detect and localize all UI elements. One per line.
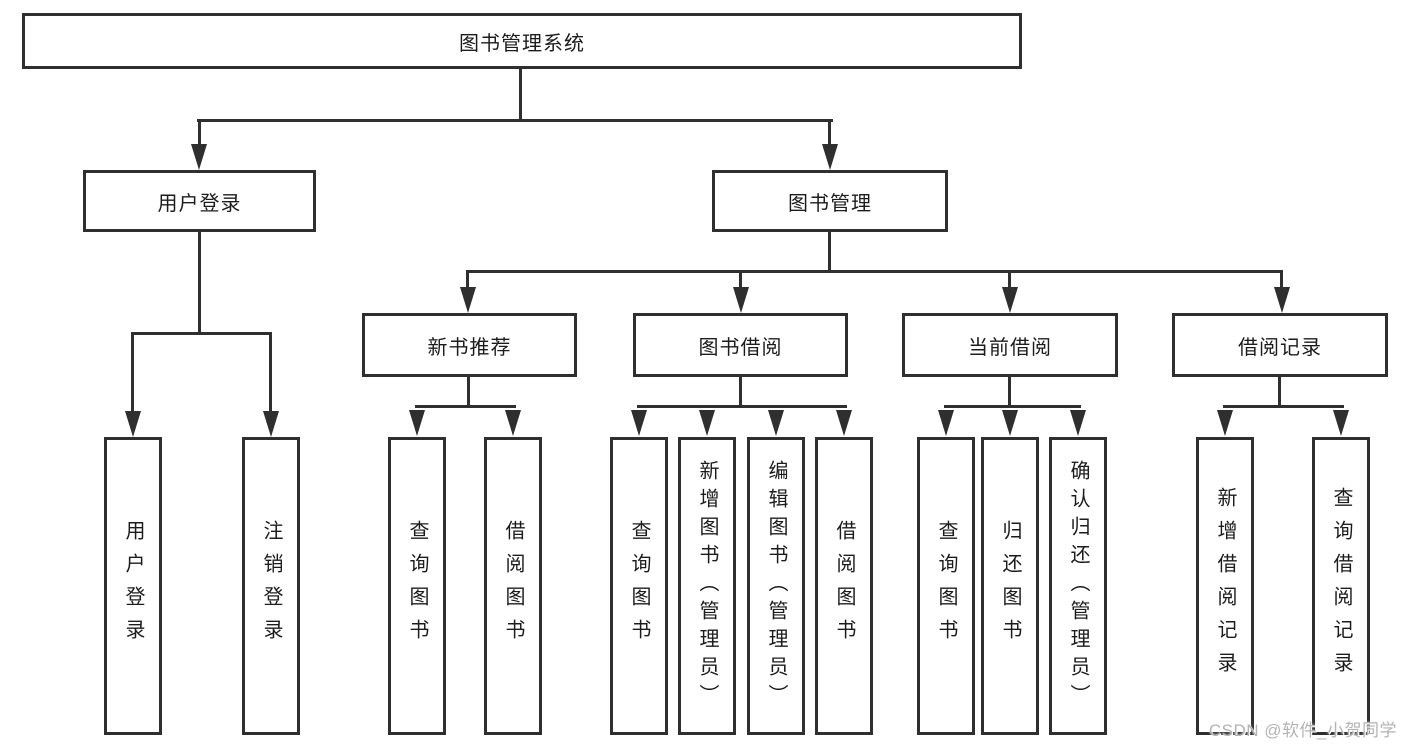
connector-line (739, 377, 742, 408)
node-library-management-system: 图书管理系统 (22, 13, 1022, 69)
leaf-borrow-books: 借阅图书 (815, 437, 873, 735)
node-user-login: 用户登录 (83, 170, 316, 232)
leaf-label: 查询图书 (628, 520, 650, 652)
connector-line (198, 121, 201, 146)
arrow-down-icon (733, 287, 749, 313)
csdn-watermark: CSDN @软件_小贺同学 (1208, 721, 1397, 740)
node-new-book-recommend: 新书推荐 (362, 313, 577, 377)
leaf-label: 查询图书 (935, 520, 957, 652)
connector-line (269, 335, 272, 413)
leaf-label: 用户登录 (122, 520, 144, 652)
arrow-down-icon (409, 410, 425, 436)
node-book-borrowing: 图书借阅 (633, 313, 848, 377)
arrow-down-icon (768, 410, 784, 436)
leaf-edit-books-admin: 编辑图书（管理员） (747, 437, 805, 735)
leaf-label: 确认归还（管理员） (1067, 460, 1089, 712)
arrow-down-icon (938, 410, 954, 436)
connector-line (466, 270, 1283, 273)
leaf-label: 新增借阅记录 (1214, 487, 1236, 685)
connector-line (1008, 377, 1011, 408)
connector-line (197, 119, 833, 122)
arrow-down-icon (822, 144, 838, 170)
leaf-label: 编辑图书（管理员） (765, 460, 787, 712)
leaf-newbooks-query-books: 查询图书 (388, 437, 446, 735)
connector-line (467, 377, 470, 408)
leaf-label: 查询图书 (406, 520, 428, 652)
arrow-down-icon (505, 410, 521, 436)
node-book-management: 图书管理 (712, 170, 948, 232)
leaf-user-login: 用户登录 (104, 437, 162, 735)
arrow-down-icon (1002, 410, 1018, 436)
leaf-label: 查询借阅记录 (1330, 487, 1352, 685)
connector-line (828, 121, 831, 146)
arrow-down-icon (836, 410, 852, 436)
connector-line (1223, 405, 1344, 408)
leaf-newbooks-borrow-books: 借阅图书 (484, 437, 542, 735)
node-current-borrowing: 当前借阅 (902, 313, 1118, 377)
leaf-label: 借阅图书 (502, 520, 524, 652)
connector-line (1008, 273, 1011, 289)
arrow-down-icon (1333, 410, 1349, 436)
connector-line (1278, 377, 1281, 408)
leaf-borrow-query-books: 查询图书 (610, 437, 668, 735)
leaf-current-query-books: 查询图书 (917, 437, 975, 735)
arrow-down-icon (1070, 410, 1086, 436)
connector-line (828, 232, 831, 270)
leaf-label: 注销登录 (260, 520, 282, 652)
leaf-return-books: 归还图书 (981, 437, 1039, 735)
node-borrow-records: 借阅记录 (1172, 313, 1388, 377)
connector-line (1280, 273, 1283, 289)
arrow-down-icon (191, 144, 207, 170)
connector-line (519, 68, 522, 119)
leaf-label: 借阅图书 (833, 520, 855, 652)
connector-line (944, 405, 1081, 408)
arrow-down-icon (1274, 287, 1290, 313)
leaf-label: 归还图书 (999, 520, 1021, 652)
connector-line (466, 273, 469, 289)
leaf-add-borrow-record: 新增借阅记录 (1196, 437, 1254, 735)
leaf-add-books-admin: 新增图书（管理员） (678, 437, 736, 735)
arrow-down-icon (1217, 410, 1233, 436)
connector-line (131, 335, 134, 413)
leaf-confirm-return-admin: 确认归还（管理员） (1049, 437, 1107, 735)
connector-line (131, 332, 272, 335)
leaf-label: 新增图书（管理员） (696, 460, 718, 712)
connector-line (198, 232, 201, 335)
leaf-query-borrow-record: 查询借阅记录 (1312, 437, 1370, 735)
connector-line (415, 405, 516, 408)
arrow-down-icon (631, 410, 647, 436)
arrow-down-icon (460, 287, 476, 313)
arrow-down-icon (1002, 287, 1018, 313)
connector-line (637, 405, 847, 408)
arrow-down-icon (699, 410, 715, 436)
connector-line (739, 273, 742, 289)
leaf-logout: 注销登录 (242, 437, 300, 735)
arrow-down-icon (263, 411, 279, 437)
arrow-down-icon (125, 411, 141, 437)
